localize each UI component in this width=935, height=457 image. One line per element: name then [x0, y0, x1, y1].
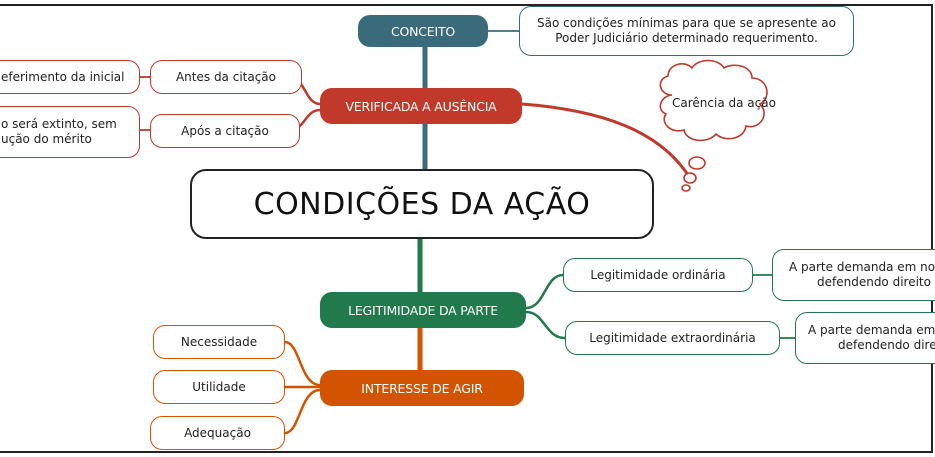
necessidade-node[interactable]: Necessidade: [153, 325, 285, 359]
legitimidade-node[interactable]: LEGITIMIDADE DA PARTE: [320, 292, 526, 328]
apos-citacao-note-line1: o será extinto, sem: [1, 117, 117, 131]
conceito-note[interactable]: São condições mínimas para que se aprese…: [519, 6, 854, 56]
ausencia-node[interactable]: VERIFICADA A AUSÊNCIA: [320, 88, 522, 124]
apos-citacao-note-line2: ução do mérito: [1, 132, 92, 146]
apos-citacao-node[interactable]: Após a citação: [150, 114, 300, 148]
legitimidade-extraordinaria-note-line1: A parte demanda em: [808, 323, 935, 337]
utilidade-node[interactable]: Utilidade: [153, 370, 285, 404]
adequacao-label: Adequação: [184, 426, 251, 440]
antes-citacao-note-text: eferimento da inicial: [1, 69, 125, 84]
interesse-node[interactable]: INTERESSE DE AGIR: [320, 370, 524, 406]
link-interesse-adequacao: [284, 388, 321, 435]
adequacao-node[interactable]: Adequação: [150, 416, 285, 450]
antes-citacao-node[interactable]: Antes da citação: [150, 60, 302, 94]
legitimidade-ordinaria-node[interactable]: Legitimidade ordinária: [563, 258, 753, 292]
legitimidade-extraordinaria-label: Legitimidade extraordinária: [589, 331, 756, 345]
legitimidade-extraordinaria-node[interactable]: Legitimidade extraordinária: [565, 321, 780, 355]
apos-citacao-label: Após a citação: [181, 124, 269, 138]
link-interesse-necessidade: [284, 340, 321, 387]
utilidade-label: Utilidade: [192, 380, 246, 394]
central-topic[interactable]: CONDIÇÕES DA AÇÃO: [190, 169, 654, 239]
conceito-node[interactable]: CONCEITO: [358, 15, 488, 47]
antes-citacao-label: Antes da citação: [175, 70, 277, 84]
link-legit-ordinaria: [525, 273, 564, 310]
ausencia-label: VERIFICADA A AUSÊNCIA: [345, 98, 497, 114]
link-ausencia-cloud: [521, 102, 692, 179]
link-legit-extraordinaria: [525, 310, 566, 340]
legitimidade-ordinaria-label: Legitimidade ordinária: [590, 268, 726, 282]
conceito-note-text: São condições mínimas para que se aprese…: [537, 16, 836, 45]
legitimidade-extraordinaria-note[interactable]: A parte demanda em defendendo dire: [795, 312, 935, 364]
diagram-frame: [0, 4, 933, 453]
legitimidade-ordinaria-note-line1: A parte demanda em no: [789, 260, 935, 274]
conceito-label: CONCEITO: [390, 23, 456, 39]
interesse-label: INTERESSE DE AGIR: [361, 380, 483, 396]
legitimidade-ordinaria-note[interactable]: A parte demanda em no defendendo direito…: [772, 249, 935, 301]
cloud-shape: [659, 59, 768, 192]
legitimidade-ordinaria-note-line2: defendendo direito p: [817, 275, 935, 289]
legitimidade-label: LEGITIMIDADE DA PARTE: [348, 302, 498, 318]
apos-citacao-note[interactable]: o será extinto, sem ução do mérito: [0, 106, 140, 158]
antes-citacao-note[interactable]: eferimento da inicial: [0, 60, 140, 94]
legitimidade-extraordinaria-note-line2: defendendo dire: [838, 338, 935, 352]
cloud-label[interactable]: Carência da ação: [672, 96, 776, 110]
central-title: CONDIÇÕES DA AÇÃO: [253, 186, 591, 222]
necessidade-label: Necessidade: [180, 335, 258, 349]
